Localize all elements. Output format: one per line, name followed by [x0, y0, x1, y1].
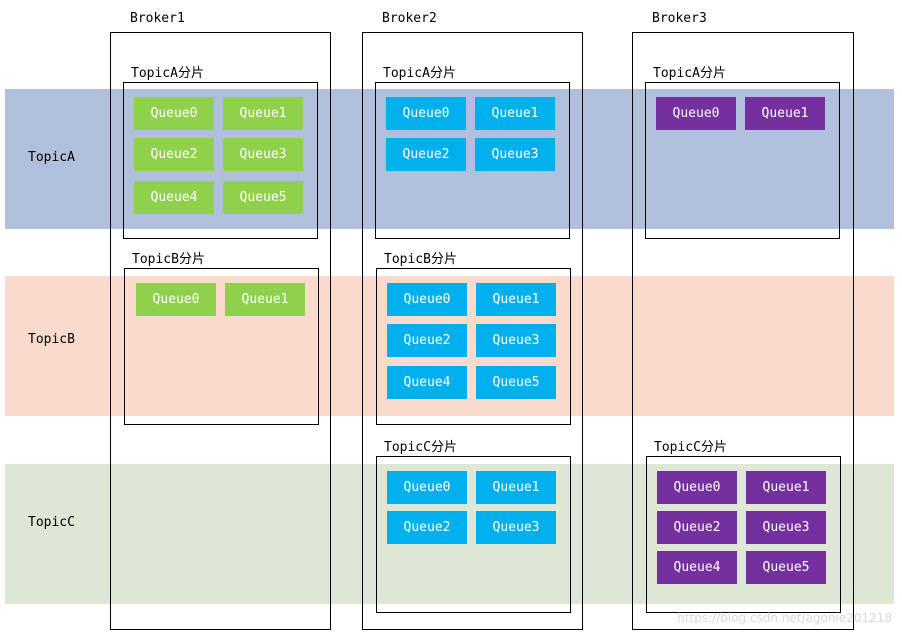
broker3-topicc-shard: [646, 456, 841, 613]
broker1-topicb-shard-title: TopicB分片: [132, 252, 205, 267]
broker2-topicc-queue3: Queue3: [476, 511, 556, 544]
broker1-topicb-queue0: Queue0: [136, 283, 216, 316]
broker3-title: Broker3: [652, 11, 707, 26]
broker2-title: Broker2: [382, 11, 437, 26]
broker2-topicb-queue0: Queue0: [387, 283, 467, 316]
broker1-topica-queue5: Queue5: [223, 181, 303, 214]
broker3-topica-shard-title: TopicA分片: [653, 66, 726, 81]
broker1-title: Broker1: [130, 11, 185, 26]
broker3-box: [632, 32, 854, 630]
broker2-topicb-queue2: Queue2: [387, 324, 467, 357]
broker1-box: [110, 32, 331, 630]
watermark: https://blog.csdn.net/agonie201218: [677, 611, 892, 625]
broker3-topicc-queue1: Queue1: [746, 471, 826, 504]
broker2-topicb-queue5: Queue5: [476, 366, 556, 399]
broker3-topica-shard: [645, 82, 840, 239]
broker2-box: [362, 32, 583, 630]
broker1-topica-shard-title: TopicA分片: [131, 66, 204, 81]
broker3-topica-queue0: Queue0: [656, 97, 736, 130]
broker2-topicb-shard: [376, 268, 571, 425]
broker3-topicc-queue5: Queue5: [746, 551, 826, 584]
topic-c-label: TopicC: [28, 515, 75, 530]
broker2-topicb-queue3: Queue3: [476, 324, 556, 357]
broker2-topicc-queue2: Queue2: [387, 511, 467, 544]
broker1-topica-queue3: Queue3: [223, 138, 303, 171]
broker3-topica-queue1: Queue1: [745, 97, 825, 130]
topic-a-label: TopicA: [28, 150, 75, 165]
broker3-topicc-queue3: Queue3: [746, 511, 826, 544]
broker1-topica-queue0: Queue0: [134, 97, 214, 130]
broker2-topicb-queue4: Queue4: [387, 366, 467, 399]
broker1-topicb-queue1: Queue1: [225, 283, 305, 316]
broker3-topicc-queue4: Queue4: [657, 551, 737, 584]
topic-b-label: TopicB: [28, 332, 75, 347]
broker2-topica-shard-title: TopicA分片: [383, 66, 456, 81]
broker1-topicb-shard: [124, 268, 319, 425]
broker2-topicc-shard-title: TopicC分片: [384, 440, 457, 455]
broker1-topica-shard: [123, 82, 318, 239]
broker2-topica-queue3: Queue3: [475, 138, 555, 171]
broker1-topica-queue4: Queue4: [134, 181, 214, 214]
broker2-topicc-queue1: Queue1: [476, 471, 556, 504]
broker3-topicc-shard-title: TopicC分片: [654, 440, 727, 455]
broker3-topicc-queue0: Queue0: [657, 471, 737, 504]
broker3-topicc-queue2: Queue2: [657, 511, 737, 544]
broker2-topica-queue2: Queue2: [386, 138, 466, 171]
broker2-topica-shard: [375, 82, 570, 239]
broker1-topica-queue1: Queue1: [223, 97, 303, 130]
broker2-topicc-shard: [376, 456, 571, 613]
broker2-topicc-queue0: Queue0: [387, 471, 467, 504]
broker2-topica-queue1: Queue1: [475, 97, 555, 130]
broker2-topicb-queue1: Queue1: [476, 283, 556, 316]
broker2-topica-queue0: Queue0: [386, 97, 466, 130]
broker2-topicb-shard-title: TopicB分片: [384, 252, 457, 267]
broker1-topica-queue2: Queue2: [134, 138, 214, 171]
